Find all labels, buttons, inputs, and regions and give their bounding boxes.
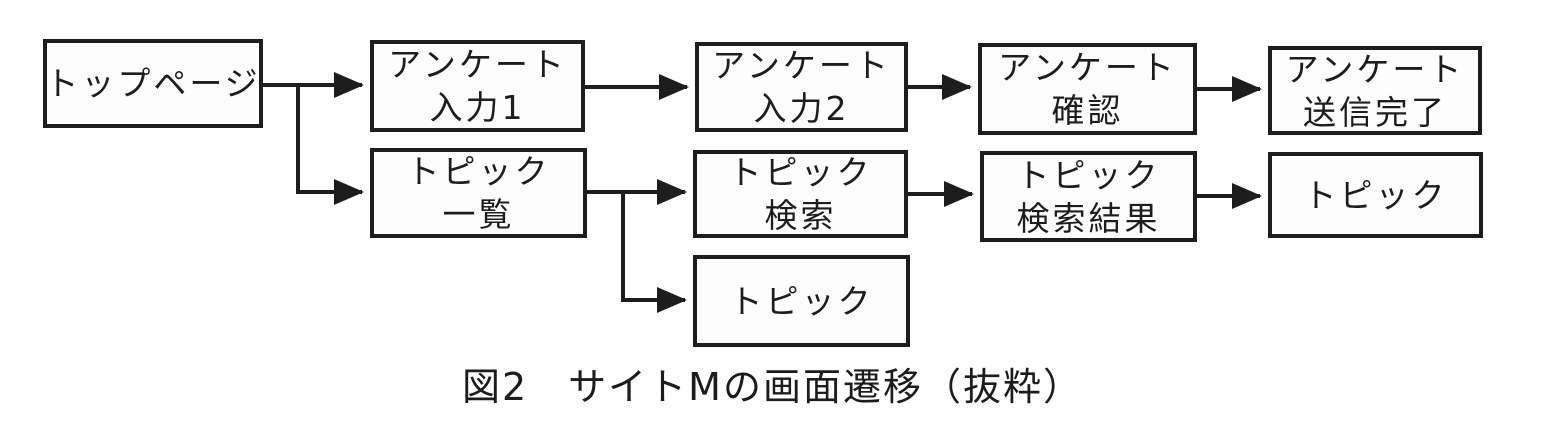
node-survey-input-1: アンケート入力1 — [370, 40, 585, 132]
node-label: 一覧 — [442, 195, 515, 234]
node-label: トピック — [1016, 155, 1161, 195]
node-topic-from-list: トピック — [693, 255, 910, 347]
node-label: トピック — [728, 153, 873, 192]
node-label: トップページ — [45, 64, 261, 103]
node-topic-list: トピック一覧 — [370, 148, 587, 238]
edge-top-to-topic-list — [296, 85, 364, 205]
edge-list-to-topic — [621, 192, 687, 313]
node-top-page: トップページ — [43, 39, 263, 128]
node-label: 入力1 — [429, 88, 526, 127]
node-label: トピック — [729, 281, 874, 321]
node-survey-input-2: アンケート入力2 — [695, 42, 908, 132]
node-label: 入力2 — [753, 89, 850, 128]
node-label: トピック — [406, 152, 551, 191]
node-label: 送信完了 — [1303, 92, 1447, 132]
node-label: アンケート — [1285, 49, 1465, 89]
node-label: 検索結果 — [1016, 198, 1161, 238]
node-label: アンケート — [712, 46, 891, 85]
node-topic-search: トピック検索 — [693, 150, 908, 238]
node-label: 検索 — [764, 196, 837, 235]
node-label: アンケート — [998, 48, 1177, 87]
node-label: 確認 — [1051, 91, 1124, 130]
node-topic-from-results: トピック — [1268, 152, 1483, 238]
node-label: アンケート — [388, 45, 567, 84]
figure-caption: 図2 サイトMの画面遷移（抜粋） — [462, 365, 1083, 409]
node-survey-confirm: アンケート確認 — [978, 43, 1197, 135]
node-survey-send-complete: アンケート送信完了 — [1268, 46, 1482, 135]
node-label: トピック — [1303, 175, 1448, 215]
node-topic-search-results: トピック検索結果 — [980, 151, 1197, 242]
